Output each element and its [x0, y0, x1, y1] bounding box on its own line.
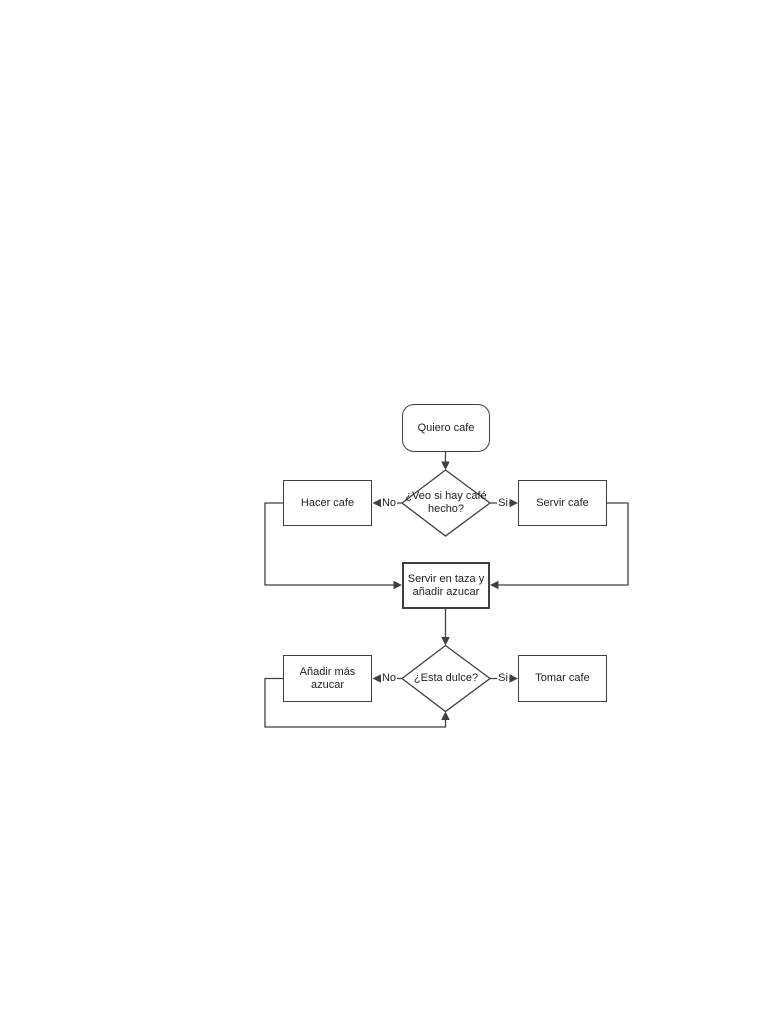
edge-label-esta-dulce-si: Si — [497, 672, 509, 684]
edge-anadir-loop-to-decision2 — [264, 677, 447, 728]
edge-servir-to-taza — [498, 502, 629, 586]
process-anadir-mas-azucar-line1: Añadir más — [299, 665, 356, 678]
arrowhead-right-taza-left — [393, 580, 402, 590]
process-anadir-mas-azucar: Añadir más azucar — [283, 655, 372, 702]
arrowhead-right-servir-cafe — [509, 498, 518, 508]
process-tomar-cafe: Tomar cafe — [518, 655, 607, 702]
process-servir-cafe-label: Servir cafe — [536, 496, 589, 509]
process-hacer-cafe-label: Hacer cafe — [300, 496, 355, 509]
edge-label-cafe-hecho-si: Si — [497, 497, 509, 509]
edge-label-esta-dulce-no: No — [380, 672, 398, 684]
start-node-quiero-cafe: Quiero cafe — [402, 404, 490, 452]
decision-esta-dulce-shape — [400, 644, 492, 713]
arrowhead-up-decision2-bottom — [441, 711, 450, 720]
process-hacer-cafe: Hacer cafe — [283, 480, 372, 526]
arrowhead-down-decision1 — [441, 461, 450, 470]
process-servir-en-taza: Servir en taza y añadir azucar — [402, 562, 490, 609]
start-node-label: Quiero cafe — [417, 421, 475, 434]
decision-cafe-hecho-shape — [400, 469, 492, 537]
edge-hacer-to-taza — [264, 502, 394, 586]
process-servir-en-taza-line2: añadir azucar — [412, 585, 480, 598]
process-anadir-mas-azucar-line2: azucar — [310, 678, 345, 691]
edge-label-cafe-hecho-no: No — [380, 497, 398, 509]
arrowhead-left-anadir-azucar — [372, 674, 381, 683]
arrowhead-left-taza-right — [490, 580, 499, 590]
arrowhead-right-tomar-cafe — [509, 674, 518, 683]
process-servir-en-taza-line1: Servir en taza y — [407, 572, 485, 585]
process-tomar-cafe-label: Tomar cafe — [535, 672, 590, 684]
arrowhead-left-hacer-cafe — [372, 498, 381, 508]
arrowhead-down-decision2 — [441, 637, 450, 646]
process-servir-cafe: Servir cafe — [518, 480, 607, 526]
